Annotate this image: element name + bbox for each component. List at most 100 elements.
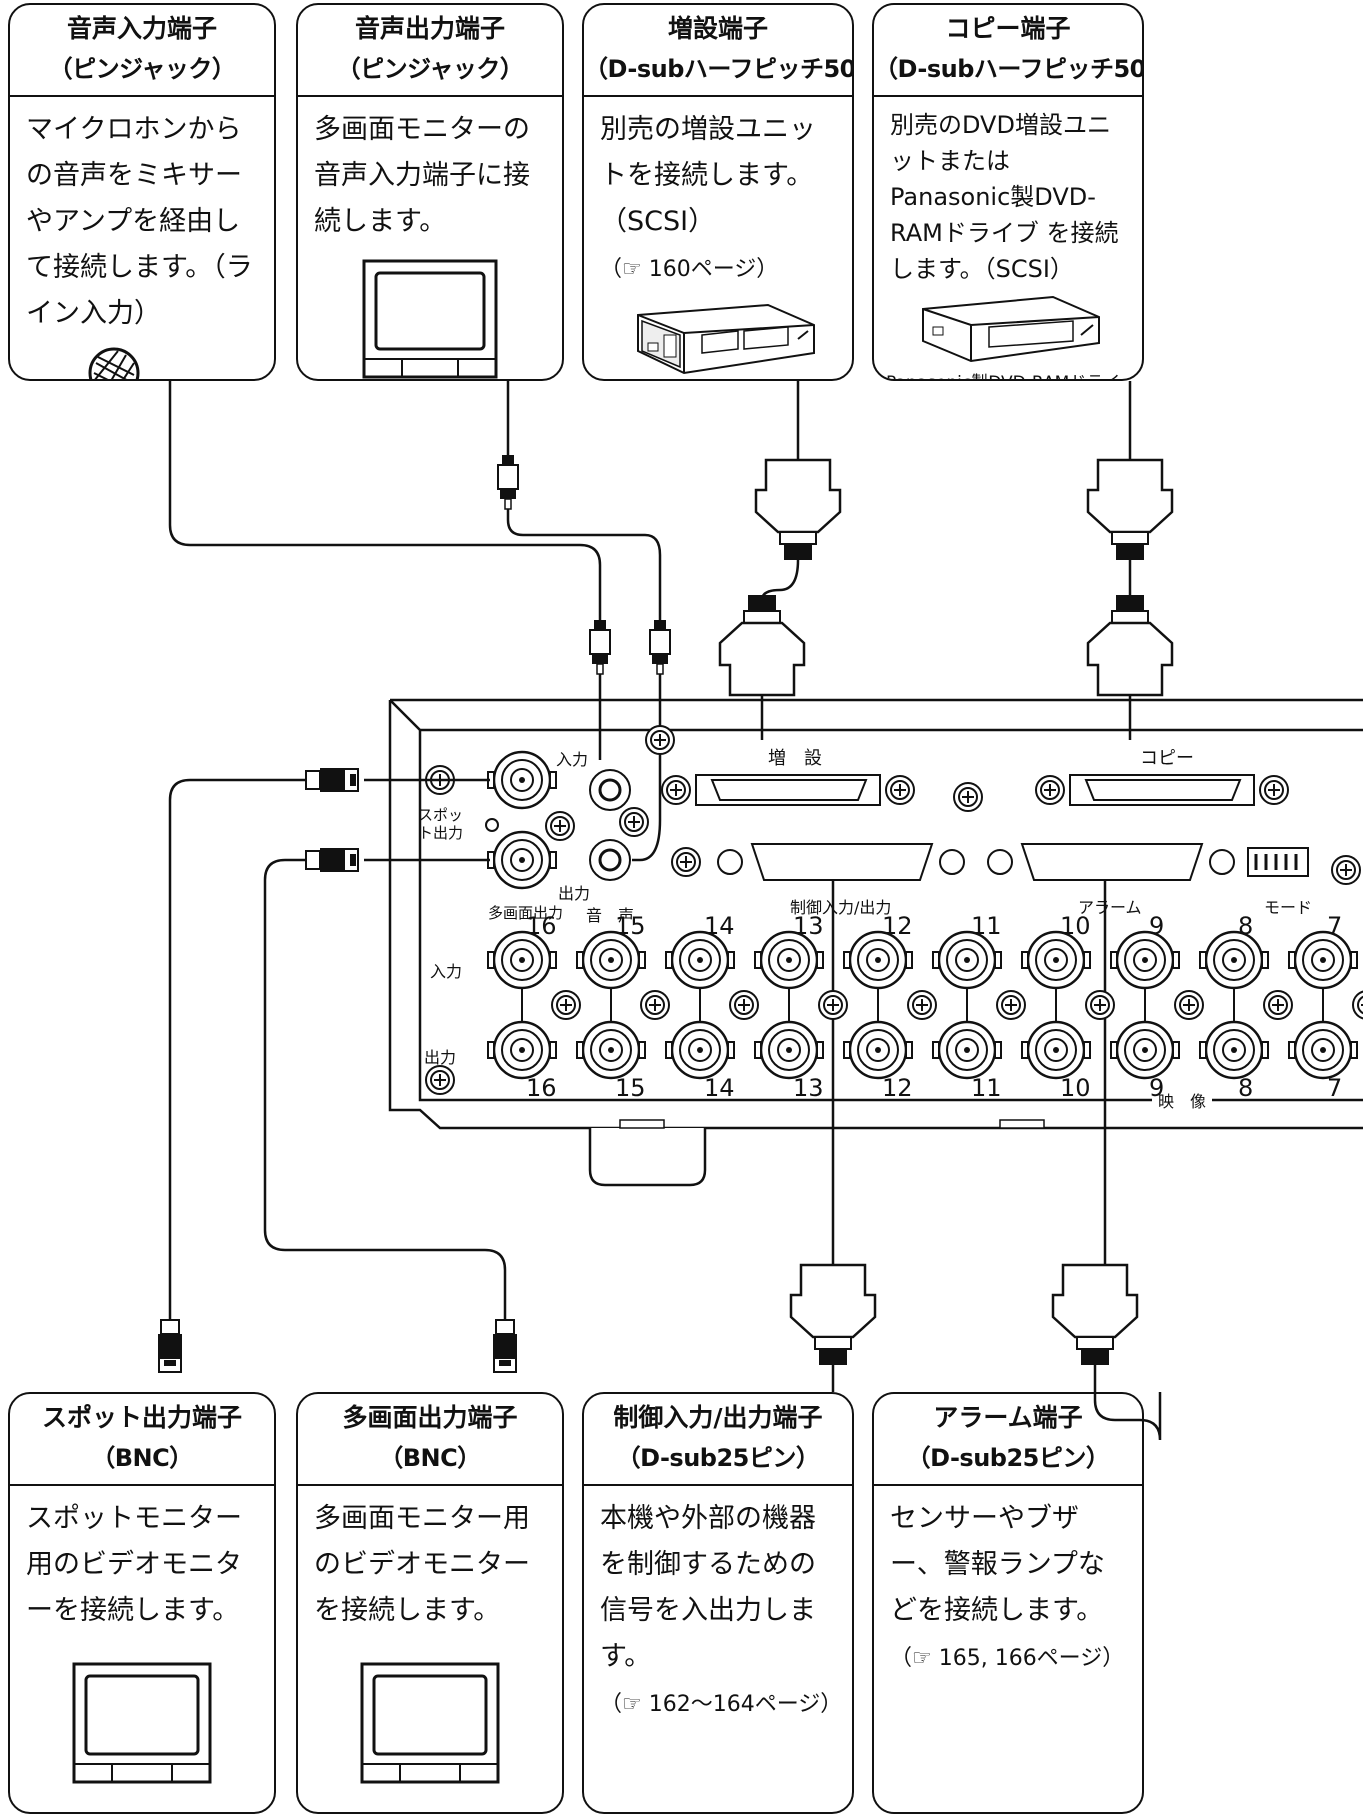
monitor-icon [72, 1662, 212, 1784]
channel-number: 7 [1327, 912, 1343, 940]
box-description: 別売のDVD増設ユニットまたはPanasonic製DVD-RAMドライブ を接続… [890, 111, 1119, 283]
box-description: 多画面モニターの音声入力端子に接続します。 [314, 114, 530, 237]
expansion-terminal-box: 増設端子 （D-subハーフピッチ50ピン） 別売の増設ユニットを接続します。（… [582, 3, 854, 381]
channel-number: 11 [971, 912, 1002, 940]
mode-label: モード [1264, 898, 1313, 917]
box-header: 音声出力端子 （ピンジャック） [298, 5, 562, 97]
box-title: 増設端子 [667, 14, 768, 43]
video-in-bnc-7 [1287, 930, 1359, 990]
video-out-bnc-10 [1020, 1020, 1092, 1080]
box-description: 別売の増設ユニットを接続します。（SCSI） [600, 114, 816, 237]
copy-label: コピー [1140, 748, 1194, 769]
channel-number: 10 [1060, 1074, 1091, 1102]
box-title: コピー端子 [945, 14, 1071, 43]
box-header: コピー端子 （D-subハーフピッチ50ピン） [874, 5, 1142, 97]
monitor-icon [360, 1662, 500, 1784]
channel-number: 11 [971, 1074, 1002, 1102]
box-subtitle: （D-subハーフピッチ50ピン） [584, 55, 854, 83]
video-out-bnc-12 [842, 1020, 914, 1080]
video-in-bnc-16 [486, 930, 558, 990]
video-label: 映 像 [1152, 1088, 1213, 1112]
channel-number: 13 [793, 912, 824, 940]
audio-input-label: 入力 [556, 750, 589, 769]
box-header: 音声入力端子 （ピンジャック） [10, 5, 274, 97]
box-header: 多画面出力端子 （BNC） [298, 1394, 562, 1486]
channel-number: 15 [615, 1074, 646, 1102]
video-out-bnc-9 [1109, 1020, 1181, 1080]
audio-label: 音 声 [586, 906, 635, 925]
box-title: 多画面出力端子 [342, 1403, 518, 1432]
channel-number: 8 [1238, 912, 1254, 940]
box-header: 制御入力/出力端子 （D-sub25ピン） [584, 1394, 852, 1486]
copy-connector [1035, 774, 1289, 806]
video-out-bnc-8 [1198, 1020, 1270, 1080]
channel-number: 14 [704, 1074, 735, 1102]
box-subtitle: （D-sub25ピン） [616, 1444, 820, 1472]
box-subtitle: （ピンジャック） [48, 55, 236, 83]
channel-number: 16 [526, 912, 557, 940]
microphone-icon [88, 347, 140, 379]
video-in-bnc-15 [575, 930, 647, 990]
alarm-dsub25 [987, 843, 1235, 881]
box-description: 多画面モニター用のビデオモニターを接続します。 [314, 1503, 530, 1626]
video-in-bnc-11 [931, 930, 1003, 990]
video-out-bnc-16 [486, 1020, 558, 1080]
alarm-label: アラーム [1078, 898, 1142, 917]
box-description: スポットモニター用のビデオモニターを接続します。 [26, 1503, 242, 1626]
spot-output-label: スポット出力 [418, 806, 464, 842]
channel-number: 10 [1060, 912, 1091, 940]
channel-number: 8 [1238, 1074, 1254, 1102]
video-in-bnc-13 [753, 930, 825, 990]
video-out-bnc-13 [753, 1020, 825, 1080]
video-in-bnc-10 [1020, 930, 1092, 990]
video-in-bnc-8 [1198, 930, 1270, 990]
mode-switch [1247, 847, 1309, 877]
expansion-connector [661, 774, 915, 806]
box-subtitle: （D-subハーフピッチ50ピン） [874, 55, 1144, 83]
channel-number: 15 [615, 912, 646, 940]
control-io-box: 制御入力/出力端子 （D-sub25ピン） 本機や外部の機器を制御するための信号… [582, 1392, 854, 1814]
box-header: スポット出力端子 （BNC） [10, 1394, 274, 1486]
video-out-bnc-11 [931, 1020, 1003, 1080]
channel-number: 9 [1149, 1074, 1165, 1102]
box-title: アラーム端子 [933, 1403, 1083, 1432]
spot-output-box: スポット出力端子 （BNC） スポットモニター用のビデオモニターを接続します。 [8, 1392, 276, 1814]
dvd-unit-icon [922, 295, 1100, 363]
video-in-bnc-12 [842, 930, 914, 990]
box-title: 音声出力端子 [354, 14, 505, 43]
alarm-terminal-box: アラーム端子 （D-sub25ピン） センサーやブザー、警報ランプなどを接続しま… [872, 1392, 1144, 1814]
control-dsub25 [717, 843, 965, 881]
multi-screen-output-box: 多画面出力端子 （BNC） 多画面モニター用のビデオモニターを接続します。 [296, 1392, 564, 1814]
box-description: マイクロホンからの音声をミキサーやアンプを経由して接続します。（ライン入力） [26, 114, 253, 329]
channel-number: 13 [793, 1074, 824, 1102]
expansion-label: 増 設 [768, 748, 822, 769]
box-subtitle: （BNC） [91, 1444, 193, 1472]
video-out-bnc-7 [1287, 1020, 1359, 1080]
video-in-bnc-9 [1109, 930, 1181, 990]
scsi-id-note: Panasonic製DVD-RAMドライブのSCSI IDは、必ず“4”に設定し… [874, 371, 1142, 379]
audio-output-label: 出力 [558, 884, 591, 903]
page-reference: （☞ 162～164ページ） [600, 1692, 843, 1717]
multi-output-label: 多画面出力 [488, 904, 564, 922]
video-out-bnc-15 [575, 1020, 647, 1080]
control-io-label: 制御入力/出力 [790, 898, 892, 917]
audio-input-box: 音声入力端子 （ピンジャック） マイクロホンからの音声をミキサーやアンプを経由し… [8, 3, 276, 381]
row-input-label: 入力 [430, 962, 463, 981]
box-subtitle: （ピンジャック） [336, 55, 524, 83]
page-reference: （☞ 160ページ） [600, 257, 779, 282]
box-description: センサーやブザー、警報ランプなどを接続します。 [890, 1503, 1105, 1626]
video-out-bnc-14 [664, 1020, 736, 1080]
box-subtitle: （D-sub25ピン） [906, 1444, 1110, 1472]
page-reference: （☞ 165, 166ページ） [890, 1646, 1125, 1671]
box-title: スポット出力端子 [41, 1403, 242, 1432]
channel-number: 12 [882, 912, 913, 940]
video-in-bnc-14 [664, 930, 736, 990]
row-output-label: 出力 [424, 1048, 457, 1067]
box-description: 本機や外部の機器を制御するための信号を入出力します。 [600, 1503, 816, 1672]
channel-number: 12 [882, 1074, 913, 1102]
copy-terminal-box: コピー端子 （D-subハーフピッチ50ピン） 別売のDVD増設ユニットまたはP… [872, 3, 1144, 381]
expansion-unit-icon [637, 303, 815, 375]
box-header: 増設端子 （D-subハーフピッチ50ピン） [584, 5, 852, 97]
box-title: 制御入力/出力端子 [613, 1403, 823, 1432]
monitor-icon [362, 259, 498, 379]
